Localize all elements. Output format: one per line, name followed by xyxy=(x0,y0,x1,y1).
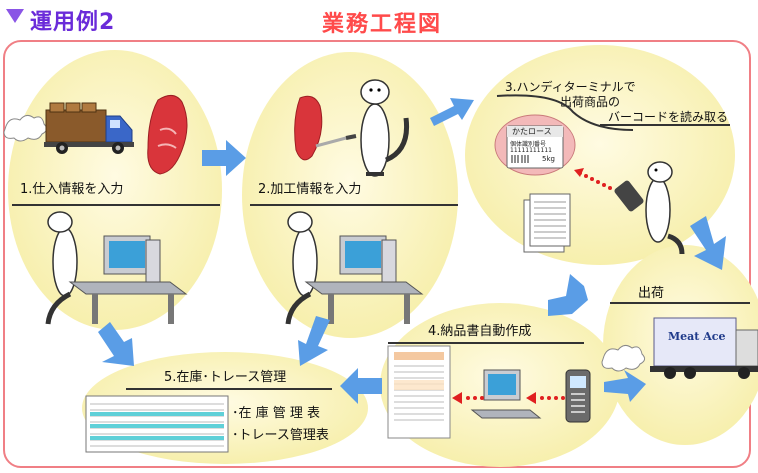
step2-underline xyxy=(250,204,458,206)
step2-label: 2.加工情報を入力 xyxy=(258,182,362,197)
meat-label-name: かたロース xyxy=(512,127,552,136)
meat-label-id-title: 個体識別番号 xyxy=(510,141,547,148)
step5-label: 5.在庫･トレース管理 xyxy=(164,370,287,385)
shipping-underline xyxy=(610,302,750,304)
meat-label-weight: 5kg xyxy=(542,155,555,163)
delivery-truck-icon xyxy=(3,102,134,154)
meat-block-icon xyxy=(147,95,188,175)
truck-logo: Meat Ace xyxy=(668,330,726,343)
transfer-dots-2 xyxy=(526,392,565,404)
step1-computer-icon xyxy=(45,211,188,325)
step3-curve-line xyxy=(496,94,634,131)
header-title: 運用例2 xyxy=(30,10,116,35)
labeled-meat-icon xyxy=(494,114,576,176)
step5-underline xyxy=(126,388,332,390)
step3-label-line2: 出荷商品の xyxy=(560,95,621,109)
step3-label-line1: 3.ハンディターミナルで xyxy=(505,80,636,94)
step4-underline xyxy=(388,342,584,344)
documents-icon xyxy=(523,193,571,253)
flow-arrows xyxy=(98,98,726,404)
management-sheet-icon xyxy=(85,395,229,453)
step1-underline xyxy=(12,204,220,206)
shipping-truck-icon xyxy=(601,317,758,379)
handy-terminal-icon xyxy=(565,369,591,423)
step3-label-line3: バーコードを読み取る xyxy=(608,110,729,124)
report-inventory: ･在 庫 管 理 表 xyxy=(232,406,321,421)
step4-computer-icon xyxy=(470,369,542,419)
step4-label: 4.納品書自動作成 xyxy=(428,324,532,339)
invoice-document-icon xyxy=(387,345,451,439)
reading-weasel-icon xyxy=(614,161,685,255)
step2-computer-icon xyxy=(285,211,424,325)
butcher-weasel-icon xyxy=(294,79,410,177)
header-triangle-icon xyxy=(6,9,24,23)
step1-label: 1.仕入情報を入力 xyxy=(20,182,124,197)
shipping-label: 出荷 xyxy=(638,286,665,301)
report-trace: ･トレース管理表 xyxy=(232,428,329,443)
diagram-title: 業務工程図 xyxy=(322,12,443,37)
step3-underline xyxy=(600,124,730,126)
scan-beam-dots xyxy=(574,168,612,190)
meat-label-barcode-digits: 11111111111 xyxy=(510,147,552,154)
diagram-frame xyxy=(3,40,751,468)
transfer-dots-1 xyxy=(452,392,484,404)
